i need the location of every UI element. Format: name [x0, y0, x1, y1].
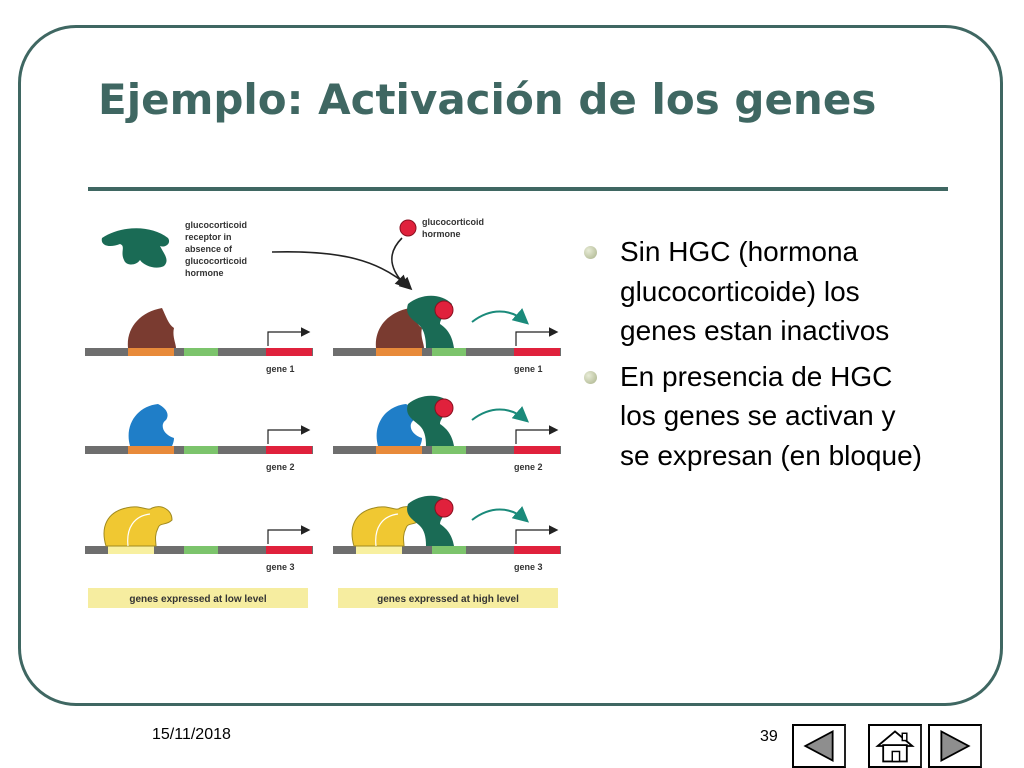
factor-2-shape [128, 404, 174, 446]
arrow-left-icon [803, 729, 834, 763]
hormone-label-line: glucocorticoid [422, 217, 484, 227]
receptor-label-line: absence of [185, 244, 233, 254]
slide-title: Ejemplo: Activación de los genes [98, 75, 877, 124]
dna-strand-right-row2 [333, 425, 561, 454]
home-button[interactable] [868, 724, 922, 768]
activation-arrow [471, 308, 530, 325]
dna-strand-right-row1 [333, 327, 561, 356]
high-expression-caption-box [338, 588, 558, 608]
slide-page-number: 39 [760, 728, 778, 745]
hormone-bound-dot [434, 300, 454, 320]
free-receptor-shape [101, 228, 170, 268]
receptor-binding-arrow [271, 250, 413, 291]
low-expression-caption-box [88, 588, 308, 608]
high-expression-caption: genes expressed at high level [377, 594, 519, 605]
gene-label: gene 3 [514, 562, 543, 572]
receptor-label-line: glucocorticoid [185, 256, 247, 266]
bullet-text: En presencia de HGC los genes se activan… [620, 360, 922, 471]
bullet-dot-icon [584, 370, 597, 384]
factor-3-shape [103, 506, 173, 547]
gene-label: gene 1 [514, 364, 543, 374]
home-icon [875, 730, 915, 763]
factor-1-shape [127, 308, 176, 348]
dna-strand-left-row1 [85, 327, 313, 356]
activation-arrow [471, 406, 530, 423]
receptor-label-line: glucocorticoid [185, 220, 247, 230]
title-underline [88, 187, 948, 191]
dna-strand-left-row2 [85, 425, 313, 454]
bullet-dot-icon [584, 246, 597, 259]
hormone-dot [399, 219, 417, 237]
hormone-bound-dot [434, 498, 454, 518]
next-slide-button[interactable] [928, 724, 982, 768]
receptor-label-line: hormone [185, 268, 224, 278]
slide-frame [18, 25, 1003, 706]
slide-date: 15/11/2018 [152, 726, 231, 743]
low-expression-caption: genes expressed at low level [129, 594, 267, 605]
hormone-label-line: hormone [422, 229, 461, 239]
activation-arrow [471, 506, 530, 523]
bullet-item: En presencia de HGC los genes se activan… [582, 357, 932, 476]
gene-label: gene 2 [266, 462, 295, 472]
gene-label: gene 1 [266, 364, 295, 374]
arrow-right-icon [940, 729, 971, 763]
dna-strand-left-row3 [85, 525, 313, 554]
hormone-binding-arrow [391, 237, 409, 289]
bullet-item: Sin HGC (hormona glucocorticoide) los ge… [582, 232, 932, 351]
dna-strand-right-row3 [333, 525, 561, 554]
hormone-bound-dot [434, 398, 454, 418]
receptor-label-line: receptor in [185, 232, 232, 242]
gene-label: gene 3 [266, 562, 295, 572]
gene-label: gene 2 [514, 462, 543, 472]
previous-slide-button[interactable] [792, 724, 846, 768]
bullet-text: Sin HGC (hormona glucocorticoide) los ge… [620, 236, 890, 346]
bullet-list: Sin HGC (hormona glucocorticoide) los ge… [582, 232, 932, 481]
gene-activation-diagram: glucocorticoid receptor in absence of gl… [85, 217, 561, 608]
